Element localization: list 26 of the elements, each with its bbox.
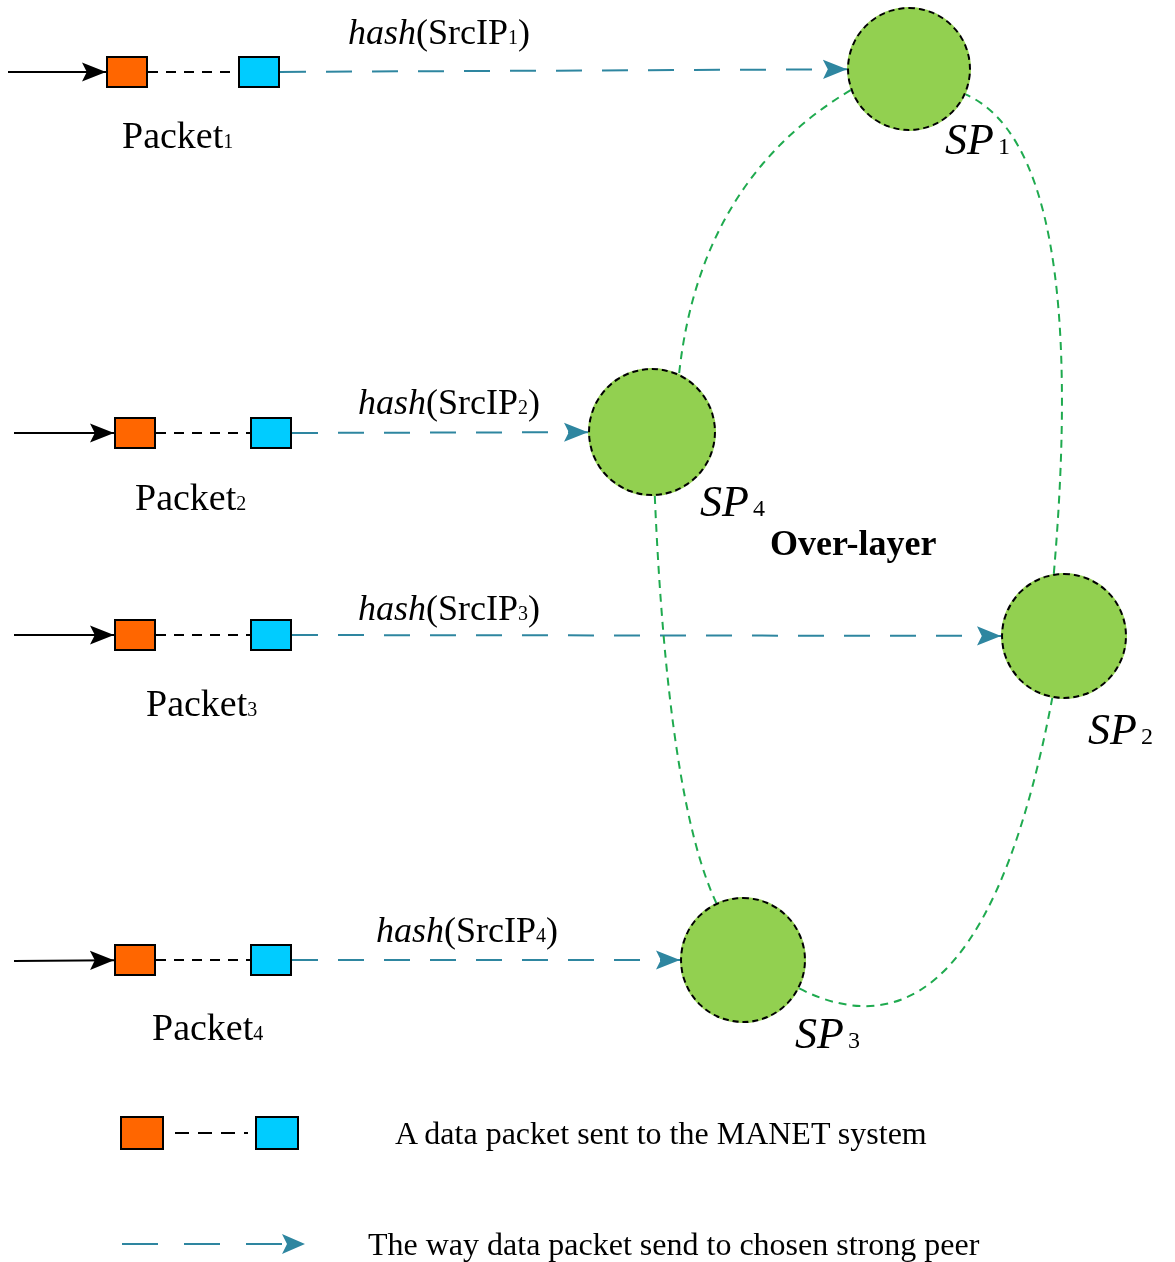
- arrow: [291, 422, 589, 442]
- arrow: [291, 626, 1002, 646]
- connector-line: [964, 93, 1063, 575]
- packet-square: [106, 56, 148, 88]
- packet-square: [250, 417, 292, 449]
- connector-line: [155, 432, 251, 434]
- legend-text: The way data packet send to chosen strong peer: [368, 1228, 980, 1260]
- layer-label: Over-layer: [770, 525, 937, 561]
- packet-square: [238, 56, 280, 88]
- arrow: [279, 59, 848, 79]
- connector-line: [155, 634, 251, 636]
- arrow: [13, 423, 115, 443]
- legend-text: A data packet sent to the MANET system: [395, 1117, 927, 1149]
- arrow: [13, 950, 115, 970]
- packet-square: [250, 944, 292, 976]
- connector-line: [155, 959, 251, 961]
- connector-line: [653, 494, 718, 904]
- packet-square: [114, 944, 156, 976]
- arrow: [7, 62, 107, 82]
- connector-line: [678, 89, 852, 375]
- packet-square: [114, 417, 156, 449]
- packet-square: [250, 619, 292, 651]
- packet-square: [114, 619, 156, 651]
- connector-line: [798, 696, 1054, 1007]
- arrow: [291, 950, 681, 970]
- arrow: [13, 625, 115, 645]
